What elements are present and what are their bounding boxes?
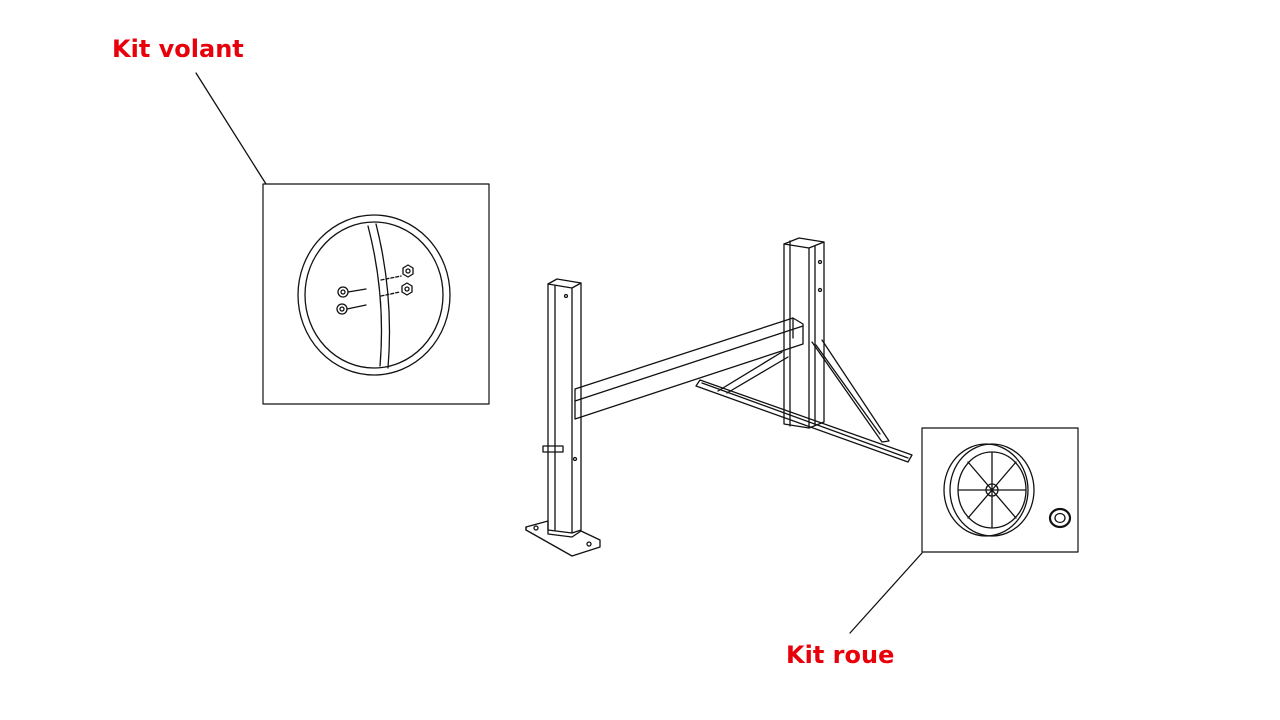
leader-line-wheel-kit (849, 552, 923, 634)
wheel-icon (943, 443, 1035, 537)
rear-diagonal-brace (717, 351, 789, 394)
washer-icon (1048, 507, 1072, 529)
leader-line-steering-wheel-kit (195, 72, 267, 185)
left-post (542, 278, 582, 534)
steering-wheel-inset-frame (262, 183, 490, 405)
rear-floor-crossbar (695, 379, 913, 463)
nut-icon (380, 264, 414, 297)
wheel-kit-inset (921, 427, 1079, 553)
steering-wheel-icon (297, 214, 451, 376)
steering-wheel-kit-label: Kit volant (112, 35, 244, 63)
right-post (783, 237, 825, 429)
horizontal-beam (574, 317, 804, 420)
stand-frame (525, 237, 913, 557)
wheel-inset-frame (921, 427, 1079, 553)
right-side-brace (811, 339, 890, 443)
bolt-icon (336, 286, 367, 315)
left-foot-plate (525, 520, 601, 557)
steering-wheel-kit-inset (262, 183, 490, 405)
wheel-kit-label: Kit roue (786, 641, 895, 669)
